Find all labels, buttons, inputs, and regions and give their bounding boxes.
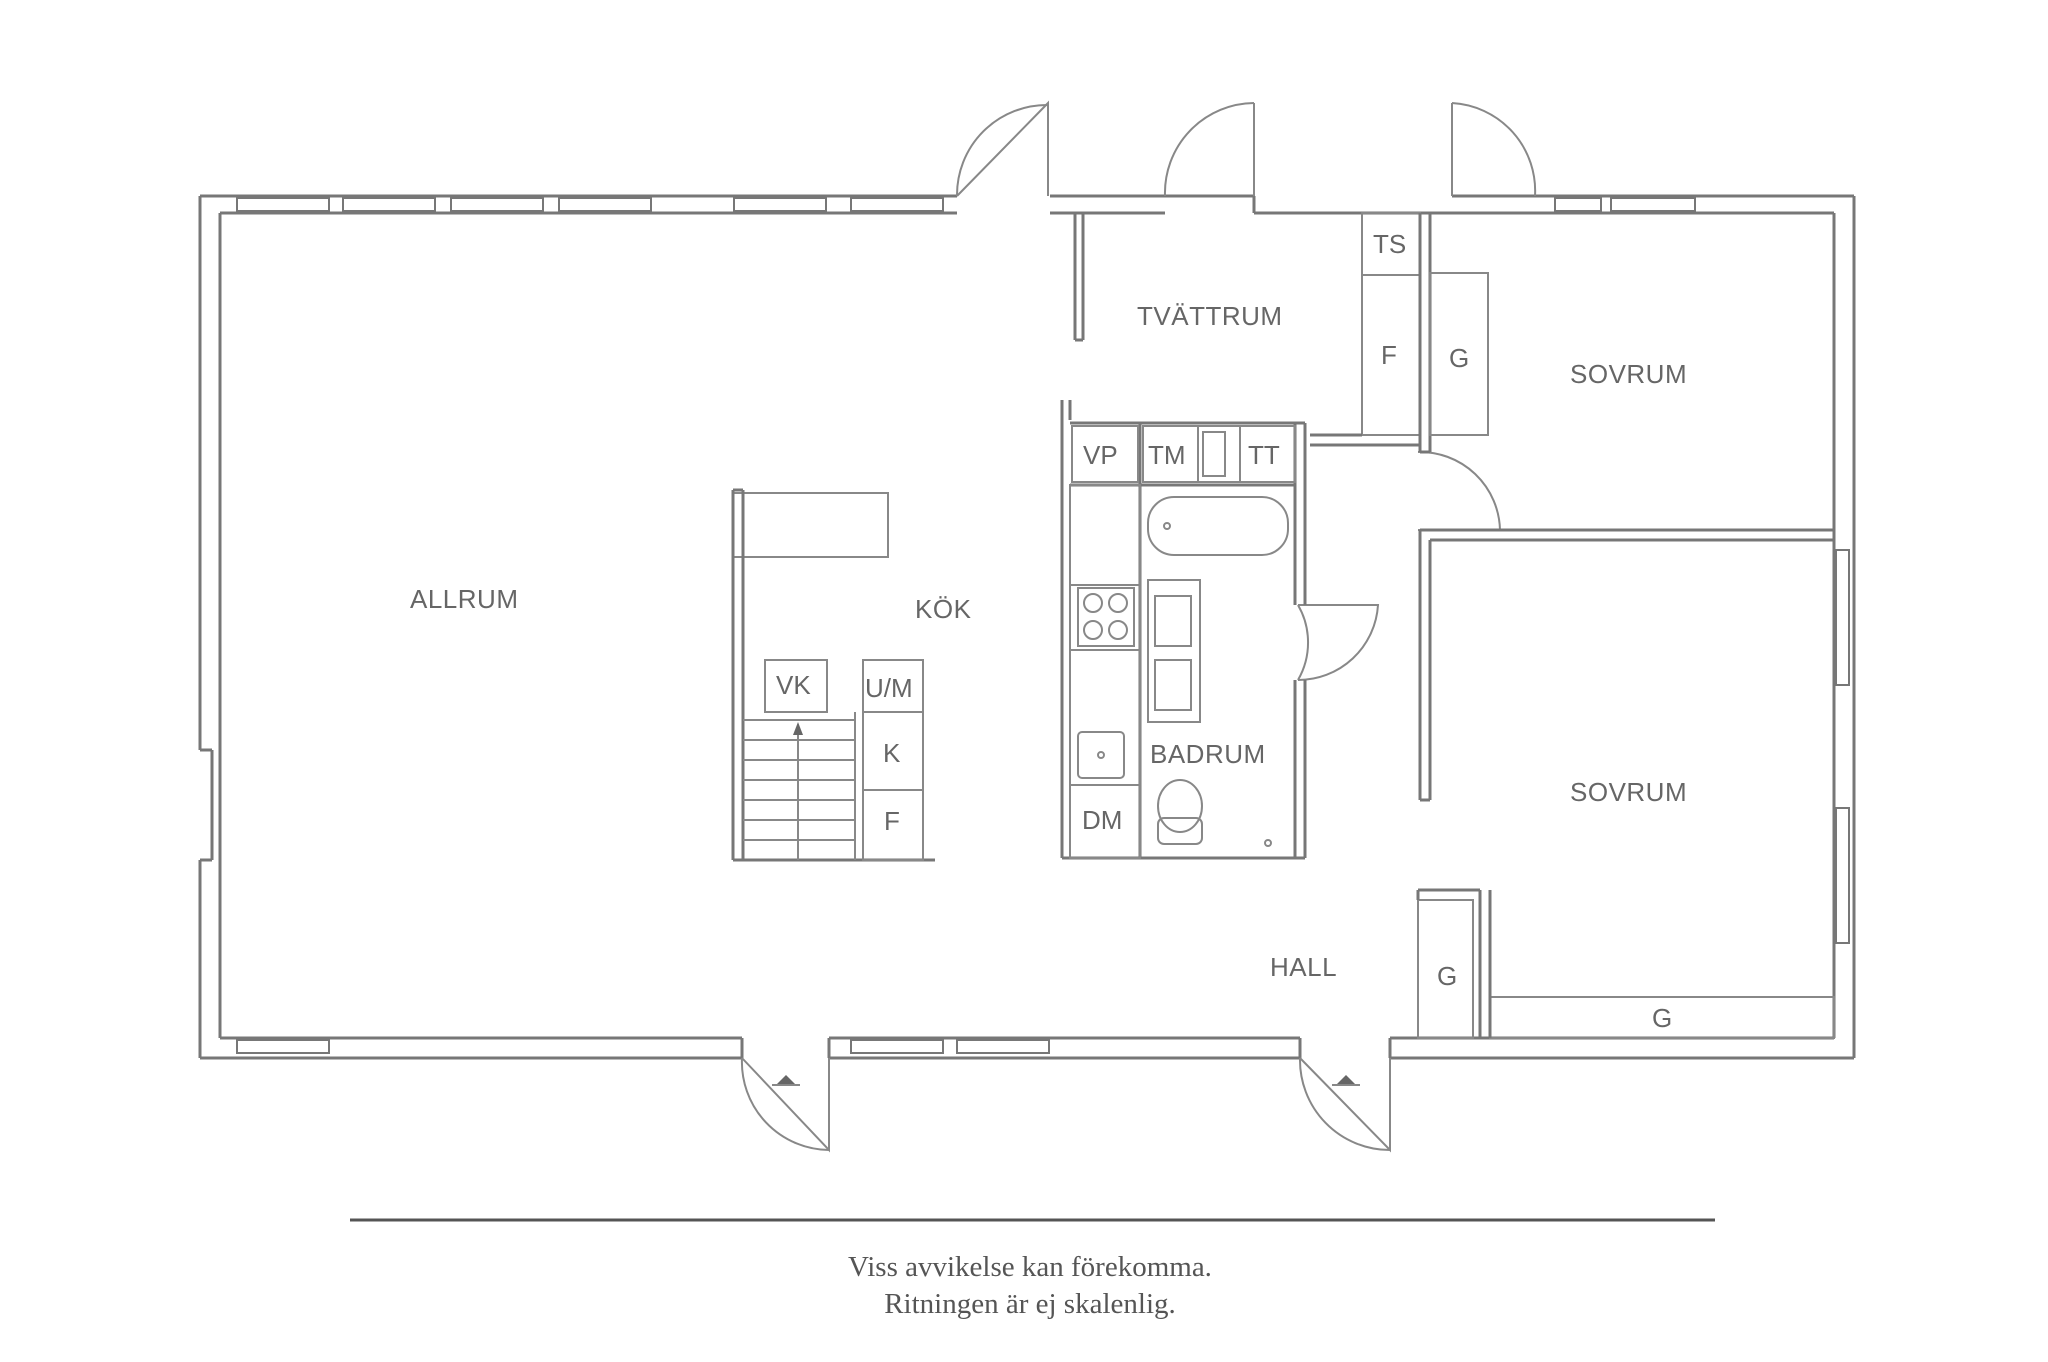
room-label-sovrum-lower: SOVRUM — [1570, 777, 1687, 807]
room-labels: ALLRUM KÖK TVÄTTRUM SOVRUM SOVRUM BADRUM… — [410, 301, 1687, 982]
fixture-label-f-kitchen: F — [884, 806, 900, 836]
disclaimer-line-1: Viss avvikelse kan förekomma. — [848, 1251, 1212, 1283]
fixture-label-tt: TT — [1248, 440, 1280, 470]
room-label-allrum: ALLRUM — [410, 584, 518, 614]
stairs — [743, 712, 856, 860]
doors — [740, 100, 1537, 1153]
fixture-labels: TS F G VP TM TT VK U/M K F DM G G — [776, 229, 1672, 1033]
fixture-label-dm: DM — [1082, 805, 1122, 835]
fixture-label-ts: TS — [1373, 229, 1406, 259]
interior-walls — [731, 212, 1835, 1039]
room-label-badrum: BADRUM — [1150, 739, 1266, 769]
fixture-label-g-bedroom: G — [1652, 1003, 1672, 1033]
fixture-label-vk: VK — [776, 670, 811, 700]
room-label-tvattrum: TVÄTTRUM — [1137, 301, 1283, 331]
windows — [236, 197, 1850, 1054]
fixture-label-k: K — [883, 738, 901, 768]
outer-walls — [198, 194, 1856, 1060]
room-label-kok: KÖK — [915, 594, 972, 624]
fixture-label-g-laundry: G — [1449, 343, 1469, 373]
fixture-label-vp: VP — [1083, 440, 1118, 470]
fixture-label-g-hall: G — [1437, 961, 1457, 991]
disclaimer-line-2: Ritningen är ej skalenlig. — [884, 1288, 1176, 1320]
fixture-label-tm: TM — [1148, 440, 1186, 470]
room-label-sovrum-upper: SOVRUM — [1570, 359, 1687, 389]
fixture-label-f-laundry: F — [1381, 340, 1397, 370]
disclaimer: Viss avvikelse kan förekomma. Ritningen … — [848, 1251, 1212, 1320]
fixture-drawings — [772, 425, 1360, 1086]
room-label-hall: HALL — [1270, 952, 1337, 982]
fixture-label-um: U/M — [865, 673, 913, 703]
